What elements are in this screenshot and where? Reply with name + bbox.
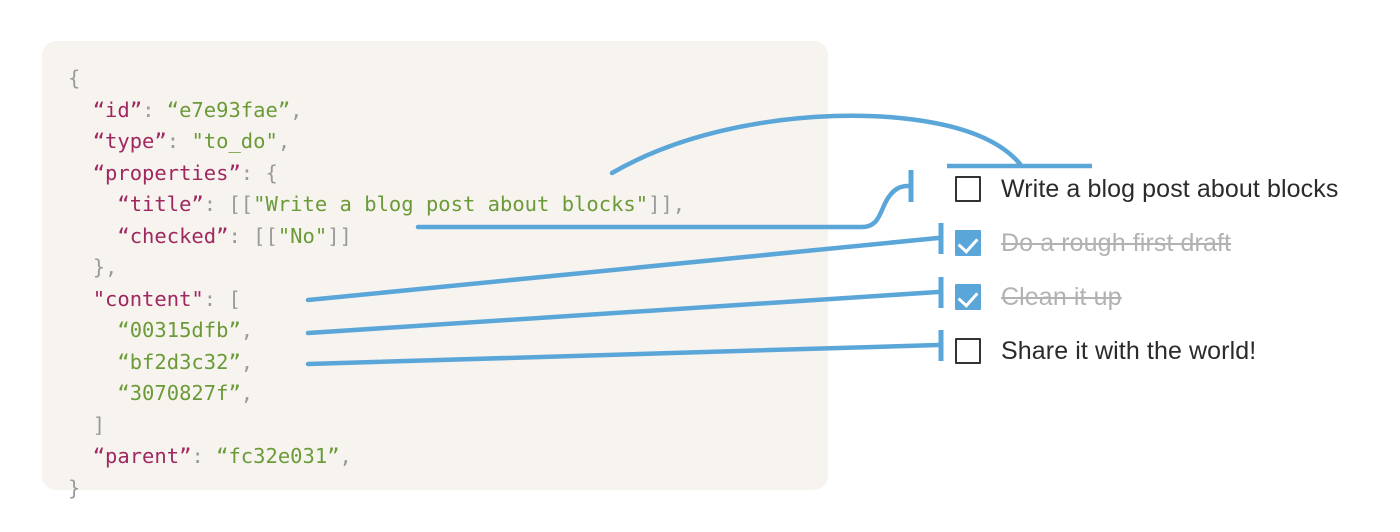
code-indent	[68, 350, 117, 374]
json-code-panel: { “id”: “e7e93fae”, “type”: "to_do", “pr…	[42, 41, 828, 500]
code-token-p: : [	[203, 286, 241, 311]
code-line: "content": [	[68, 284, 685, 316]
code-indent	[68, 287, 93, 311]
code-indent	[68, 444, 93, 468]
code-line: “bf2d3c32”,	[68, 347, 685, 379]
code-token-k: “checked”	[117, 223, 229, 248]
code-token-p: },	[92, 255, 118, 279]
code-indent	[68, 129, 93, 153]
todo-label[interactable]: Do a rough first draft	[1001, 228, 1232, 257]
code-token-p: ,	[277, 129, 291, 153]
code-token-p: ,	[240, 349, 254, 374]
code-indent	[68, 381, 117, 405]
code-token-p: }	[68, 475, 81, 500]
code-token-p: ]	[92, 412, 106, 437]
code-indent	[68, 224, 117, 248]
code-line: “properties”: {	[68, 158, 685, 190]
todo-row[interactable]: Share it with the world!	[955, 324, 1375, 378]
todo-row[interactable]: Write a blog post about blocks	[955, 162, 1375, 216]
todo-checklist: Write a blog post about blocks Do a rough…	[955, 162, 1375, 378]
code-token-s: “fc32e031”	[216, 444, 340, 468]
code-token-p: {	[68, 66, 81, 90]
code-token-s: “bf2d3c32”	[117, 349, 241, 374]
code-line: }	[68, 473, 685, 505]
code-line: “3070827f”,	[68, 378, 685, 410]
code-token-k: “properties”	[92, 160, 241, 185]
todo-label[interactable]: Write a blog post about blocks	[1001, 174, 1339, 203]
code-token-p: : [[	[228, 223, 278, 248]
code-line: },	[68, 252, 685, 284]
code-line: “id”: “e7e93fae”,	[68, 95, 685, 127]
code-token-p: :	[142, 97, 167, 122]
code-token-s: “e7e93fae”	[166, 97, 291, 122]
code-token-p: ,	[339, 444, 352, 468]
code-indent	[68, 255, 93, 279]
code-line: “00315dfb”,	[68, 315, 685, 347]
code-token-p: : {	[240, 160, 278, 185]
code-indent	[68, 413, 93, 437]
code-line: “parent”: “fc32e031”,	[68, 441, 685, 473]
code-token-k: “id”	[92, 97, 143, 122]
code-token-s: “00315dfb”	[117, 318, 241, 342]
checkbox-checked-icon[interactable]	[955, 284, 981, 310]
code-token-s: "Write a blog post about blocks"	[253, 192, 649, 216]
code-token-p: ]]	[327, 223, 352, 248]
code-line: ]	[68, 410, 685, 442]
code-token-p: ]],	[648, 192, 686, 216]
code-indent	[68, 161, 93, 185]
code-token-p: :	[166, 129, 192, 153]
code-line: {	[68, 63, 685, 95]
checkbox-unchecked-icon[interactable]	[955, 176, 981, 202]
todo-row[interactable]: Clean it up	[955, 270, 1375, 324]
code-token-k: “type”	[92, 129, 167, 153]
code-token-k: “parent”	[92, 444, 192, 468]
code-token-s: "to_do"	[191, 129, 278, 153]
code-indent	[68, 98, 93, 122]
todo-label[interactable]: Share it with the world!	[1001, 336, 1257, 365]
code-indent	[68, 318, 117, 342]
code-token-p: : [[	[203, 192, 254, 216]
code-line: “title”: [["Write a blog post about bloc…	[68, 189, 685, 221]
code-token-p: ,	[240, 318, 254, 342]
checkbox-unchecked-icon[interactable]	[955, 338, 981, 364]
todo-label[interactable]: Clean it up	[1001, 282, 1122, 311]
json-code-block: { “id”: “e7e93fae”, “type”: "to_do", “pr…	[68, 63, 685, 504]
todo-row[interactable]: Do a rough first draft	[955, 216, 1375, 270]
code-token-p: :	[191, 444, 217, 468]
code-token-s: "No"	[277, 223, 328, 248]
code-line: “type”: "to_do",	[68, 126, 685, 158]
code-token-p: ,	[240, 381, 254, 405]
code-line: “checked”: [["No"]]	[68, 221, 685, 253]
code-token-p: ,	[290, 97, 303, 122]
code-token-k: “title”	[117, 192, 204, 216]
code-token-k: "content"	[92, 286, 204, 311]
code-token-s: “3070827f”	[117, 381, 241, 405]
code-indent	[68, 192, 117, 216]
checkbox-checked-icon[interactable]	[955, 230, 981, 256]
